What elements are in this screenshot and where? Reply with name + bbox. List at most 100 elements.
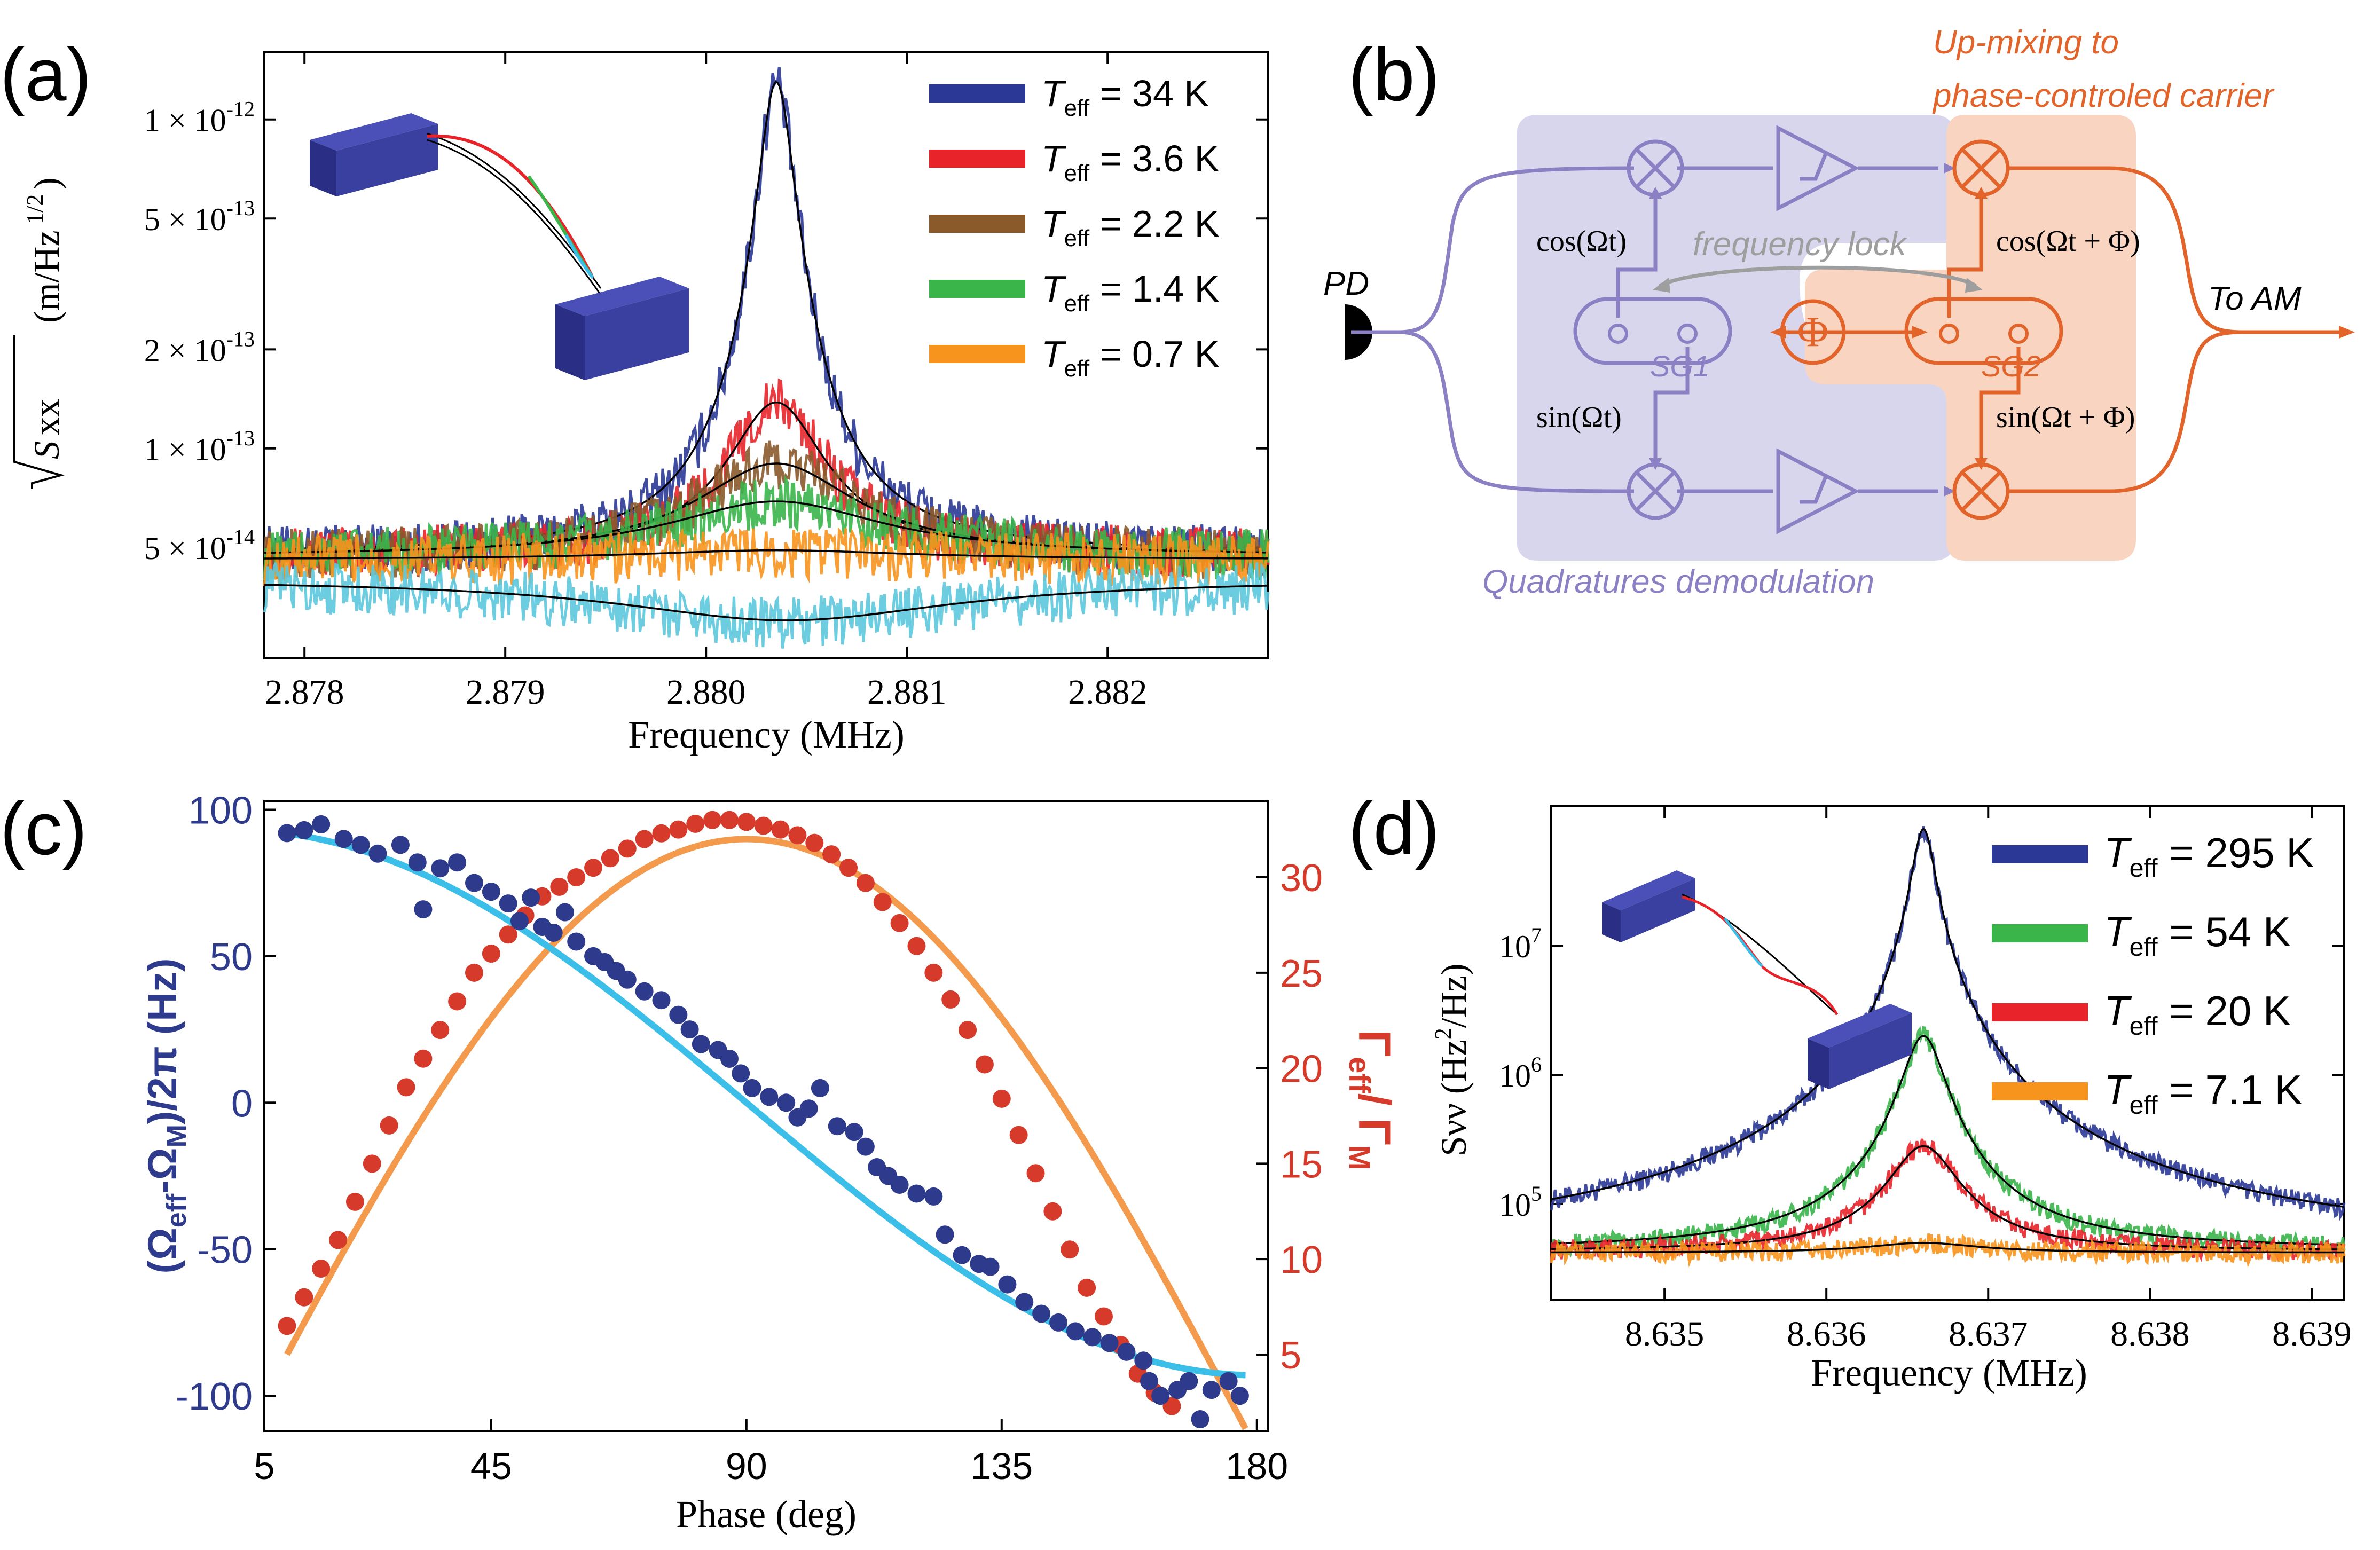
y-axis-label-c-left-text: (Ωeff-ΩM)/2π (Hz) — [140, 958, 192, 1274]
sg2-port-1 — [1939, 324, 1959, 344]
y-tick-exponent: 7 — [1531, 923, 1542, 947]
fit-curve-damping — [284, 836, 1248, 1430]
frequency-point — [351, 836, 370, 854]
damping-point — [686, 814, 705, 833]
damping-point — [720, 811, 739, 829]
frequency-point — [1140, 1372, 1158, 1390]
y-tick-label-a: 5 × 10-13 — [144, 196, 255, 237]
legend-var: T — [2104, 1066, 2132, 1113]
y-tick-exponent: 6 — [1531, 1052, 1542, 1076]
x-tick-label-a: 2.880 — [666, 673, 746, 712]
frequency-point — [414, 900, 433, 919]
demod-title: Quadratures demodulation — [1482, 563, 1874, 600]
damping-point — [499, 925, 517, 944]
sg1-port-2 — [1677, 324, 1698, 344]
y-tick-label-c-right: 5 — [1280, 1334, 1301, 1377]
x-axis-label-a: Frequency (MHz) — [628, 713, 905, 756]
damping-point — [465, 963, 483, 982]
legend-value: = 2.2 K — [1089, 203, 1219, 245]
damping-point — [737, 813, 756, 831]
demod-signal-lines — [1351, 166, 1938, 493]
y-tick-exponent: -14 — [226, 525, 255, 549]
damping-point — [873, 893, 892, 911]
frequency-point — [448, 853, 467, 872]
damping-point — [788, 826, 807, 845]
upmix-signal-lines — [1781, 166, 2339, 493]
damping-point — [1026, 1164, 1045, 1183]
demod-region — [1517, 115, 1954, 561]
y-tick-exponent: 5 — [1531, 1182, 1542, 1206]
frequency-point — [295, 821, 313, 839]
frequency-point — [1151, 1387, 1170, 1405]
damping-point — [652, 824, 671, 843]
d-beam-block-side — [1602, 902, 1621, 942]
damping-point — [890, 914, 909, 932]
pd-label: PD — [1323, 265, 1369, 302]
frequency-point — [1015, 1293, 1034, 1311]
legend-sub: eff — [2130, 933, 2158, 962]
x-tick-label-c: 90 — [726, 1445, 767, 1487]
y-tick-label-d: 105 — [1499, 1182, 1542, 1223]
damping-point — [669, 820, 688, 839]
legend-value: = 3.6 K — [1089, 138, 1219, 179]
frequency-point — [555, 903, 574, 922]
y-tick-label-a: 5 × 10-14 — [144, 525, 255, 566]
frequency-point — [1219, 1372, 1238, 1390]
damping-point — [584, 859, 603, 877]
x-tick-label-a: 2.878 — [265, 673, 344, 712]
frequency-point — [828, 1117, 846, 1136]
x-tick-label-c: 5 — [254, 1445, 275, 1487]
beam-inset-d — [1602, 870, 1912, 1089]
d-beam-mode-2 — [1723, 917, 1763, 967]
frequency-point — [652, 991, 671, 1010]
legend-value: = 20 K — [2158, 987, 2291, 1034]
y-tick-label-c-left: -100 — [176, 1375, 253, 1418]
damping-point — [924, 963, 943, 982]
legend-value: = 7.1 K — [2158, 1066, 2303, 1113]
frequency-point — [811, 1079, 829, 1097]
damping-point — [1078, 1278, 1096, 1297]
damping-point — [380, 1116, 398, 1135]
legend-label-a-4: Teff = 0.7 K — [1041, 333, 1219, 382]
y-axis-label-close: ) — [26, 177, 67, 190]
frequency-point — [1100, 1334, 1119, 1352]
frequency-point — [720, 1049, 739, 1068]
upmix-title-1: Up-mixing to — [1933, 24, 2119, 61]
legend-var: T — [1041, 268, 1066, 310]
frequency-lock-arrow — [1659, 265, 1977, 288]
legend-label-a-3: Teff = 1.4 K — [1041, 268, 1219, 317]
frequency-point — [890, 1175, 909, 1194]
lock-arrowhead-left — [1653, 278, 1670, 293]
y-axis-label-unit: (m/Hz — [26, 230, 67, 323]
damping-point — [992, 1089, 1011, 1108]
y-axis-label-d: Sνν (Hz2/Hz) — [1430, 963, 1474, 1156]
clamp-block-side — [555, 304, 585, 380]
legend-label-a-1: Teff = 3.6 K — [1041, 138, 1219, 186]
frequency-point — [1134, 1351, 1153, 1370]
legend-sub: eff — [1064, 96, 1090, 121]
y-tick-label-a: 2 × 10-13 — [144, 327, 255, 368]
x-tick-label-d: 8.637 — [1949, 1315, 2028, 1354]
damping-point — [278, 1317, 296, 1335]
sg1-box — [1573, 297, 1732, 365]
damping-point — [703, 811, 722, 829]
frequency-point — [431, 859, 450, 878]
damping-point — [363, 1154, 381, 1173]
damping-point — [856, 874, 875, 892]
point-group-c — [278, 811, 1249, 1429]
panel-label-d: (d) — [1348, 786, 1440, 870]
legend-sub: eff — [1064, 356, 1090, 382]
legend-var: T — [1041, 73, 1066, 114]
data-trace-a-5 — [263, 562, 1270, 649]
y-axis-label-c-right: Γeff/ ΓM — [1343, 1030, 1400, 1170]
frequency-point — [368, 844, 387, 863]
beam-block-top — [310, 113, 438, 151]
x-axis-label-c: Phase (deg) — [676, 1493, 857, 1536]
legend-var: T — [2104, 908, 2132, 955]
legend-sub: eff — [1064, 161, 1090, 186]
